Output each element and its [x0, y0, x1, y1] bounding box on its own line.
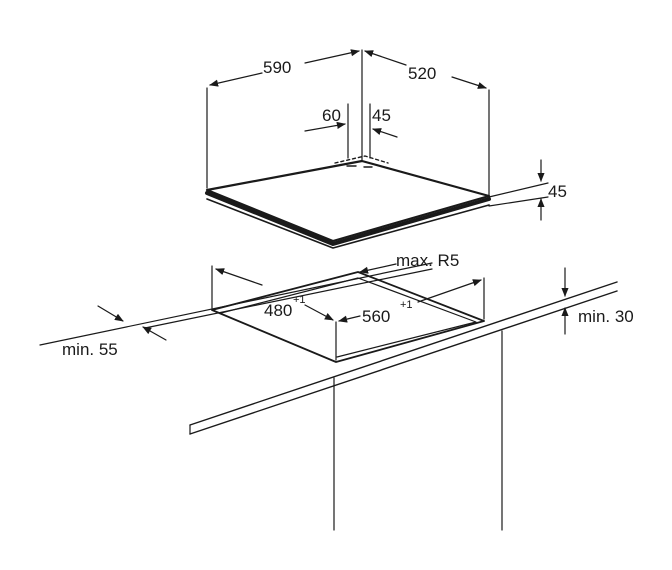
- width-label: 590: [263, 58, 291, 77]
- corner-radius-label: max. R5: [396, 251, 459, 270]
- corner-radius-callout: max. R5: [359, 251, 459, 274]
- min-worktop-thickness-label: min. 30: [578, 307, 634, 326]
- cutout-extension-lines: [211, 265, 485, 361]
- depth-dimension: 520: [364, 50, 487, 89]
- cutout-width-dimension: 560 +1: [338, 279, 482, 326]
- cutout-depth-dimension: 480 +1: [215, 268, 334, 321]
- width-dimension: 590: [209, 49, 360, 87]
- min-front-distance-label: min. 55: [62, 340, 118, 359]
- offset-right-label: 45: [372, 106, 391, 125]
- height-dimension: 45: [488, 159, 567, 221]
- offset-left-label: 60: [322, 106, 341, 125]
- cutout-width-label: 560: [362, 307, 390, 326]
- cabinet: [333, 330, 503, 531]
- worktop-cutout: [211, 271, 485, 363]
- burner-marks: [334, 155, 389, 168]
- hob-extension-lines: [206, 49, 490, 197]
- height-label: 45: [548, 182, 567, 201]
- min-worktop-thickness-dimension: min. 30: [561, 267, 634, 335]
- cutout-depth-tolerance: +1: [293, 294, 306, 306]
- depth-label: 520: [408, 64, 436, 83]
- min-front-distance-dimension: min. 55: [62, 305, 167, 359]
- cutout-depth-label: 480: [264, 301, 292, 320]
- worktop: [39, 262, 618, 435]
- cutout-width-tolerance: +1: [400, 299, 413, 311]
- burner-offset-dimensions: 60 45: [304, 103, 398, 159]
- hob-unit: [205, 155, 491, 249]
